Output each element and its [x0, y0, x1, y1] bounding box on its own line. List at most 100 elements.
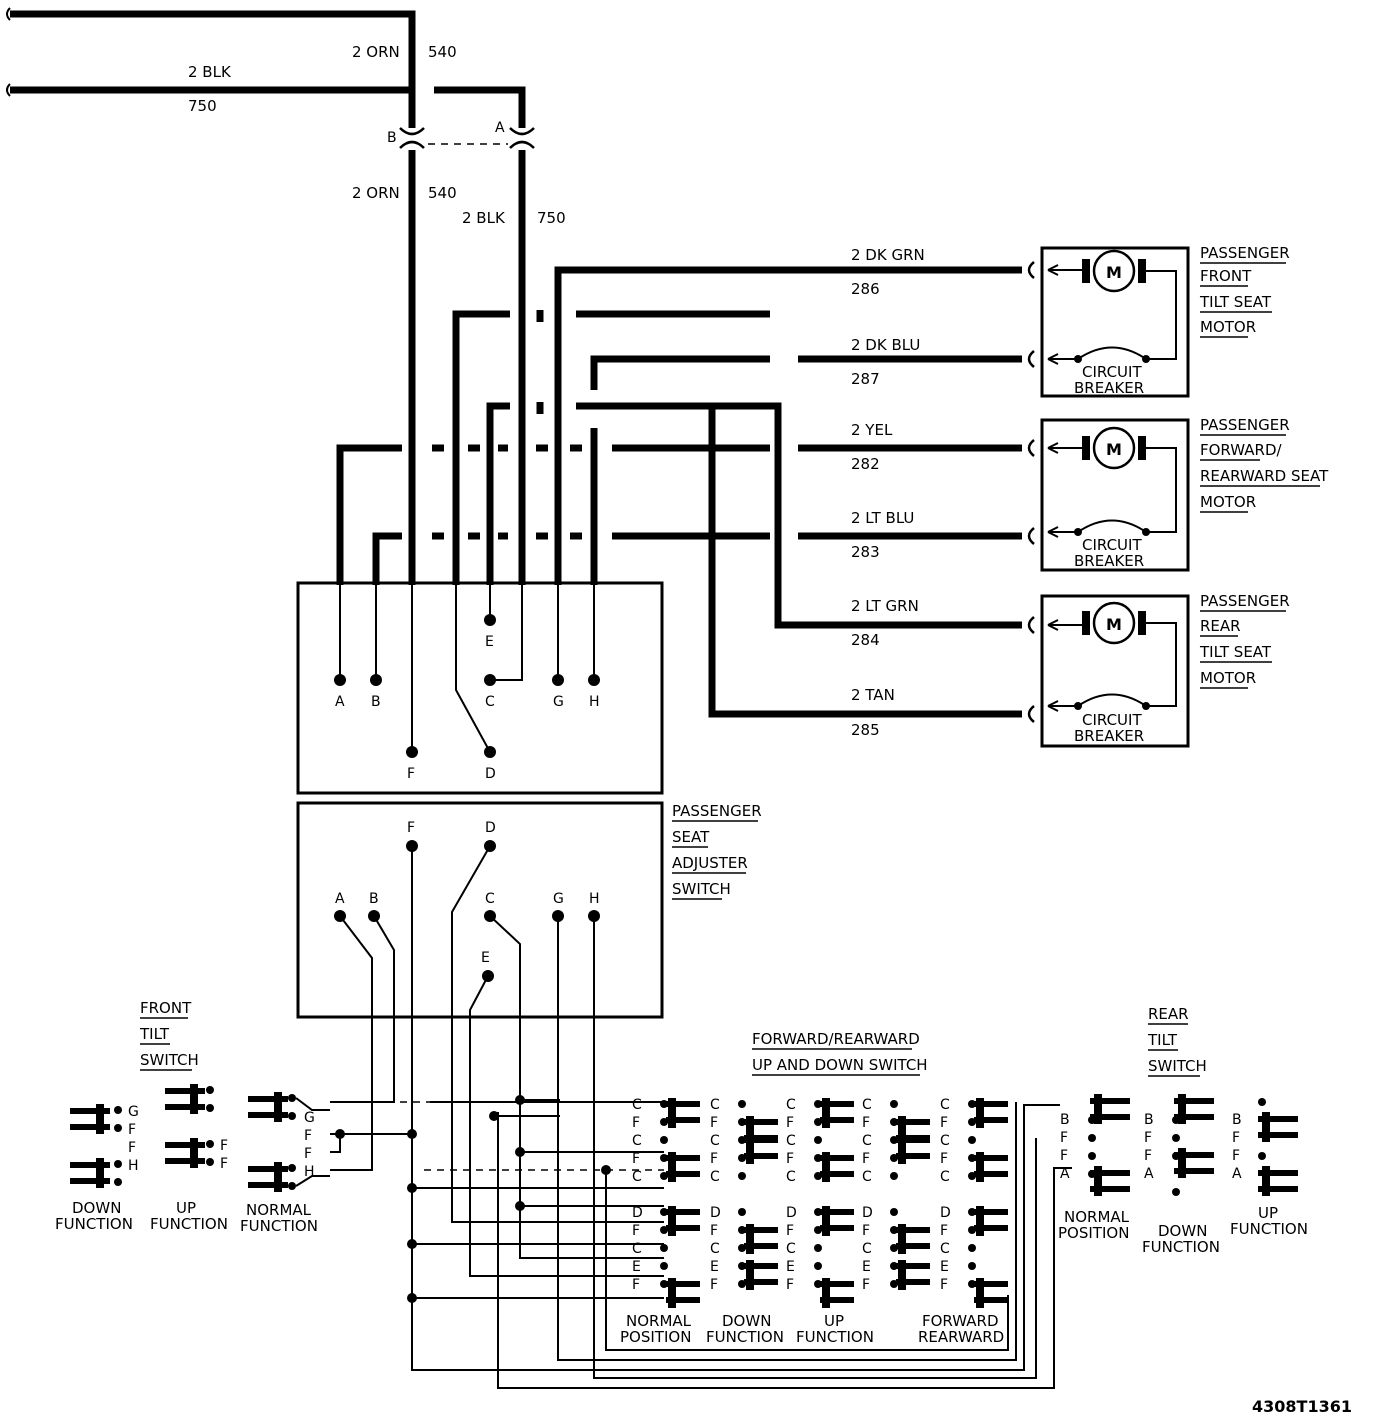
fr-pin-label: C: [862, 1241, 872, 1257]
motor-title-line-4: MOTOR: [1200, 318, 1256, 336]
circuit-283-number: 283: [851, 543, 880, 561]
front-down-label-1: DOWN: [72, 1199, 121, 1217]
fr-pin-dot: [968, 1136, 976, 1144]
fr-pin-label: C: [862, 1133, 872, 1149]
rear-normal-pin-f2: F: [1060, 1148, 1068, 1164]
front-tilt-down-contacts: G F F H DOWN FUNCTION: [55, 1104, 139, 1233]
fr-normal-label-2: POSITION: [620, 1328, 691, 1346]
fr-pin-label: F: [940, 1115, 948, 1131]
harness-pin-f: F: [407, 766, 415, 782]
rear-tilt-title-2: TILT: [1147, 1031, 1178, 1049]
fr-pin-label: F: [710, 1223, 718, 1239]
fr-pin-label: F: [632, 1151, 640, 1167]
fr-contact-blade: [974, 1152, 1008, 1182]
fr-pin-label: F: [710, 1115, 718, 1131]
fr-contact-blade: [896, 1224, 930, 1254]
fr-contact-blade: [820, 1152, 854, 1182]
fr-contact-blade: [820, 1098, 854, 1128]
front-normal-pin-g: G: [304, 1110, 315, 1126]
circuit-283-color: 2 LT BLU: [851, 509, 914, 527]
drawing-id: 4308T1361: [1252, 1397, 1352, 1416]
fr-pin-dot: [890, 1100, 898, 1108]
fr-down-label-2: FUNCTION: [706, 1328, 784, 1346]
front-normal-label-1: NORMAL: [246, 1201, 312, 1219]
fr-pin-dot: [814, 1262, 822, 1270]
fr-pin-label: D: [786, 1205, 797, 1221]
fr-pin-label: F: [786, 1223, 794, 1239]
fr-pin-label: E: [786, 1259, 795, 1275]
front-normal-label-2: FUNCTION: [240, 1217, 318, 1235]
fr-pin-label: F: [940, 1223, 948, 1239]
rear-normal-contacts: B F F A NORMAL POSITION: [1058, 1094, 1130, 1242]
fr-contact-blade: [820, 1206, 854, 1236]
motor-title-line-3: REARWARD SEAT: [1200, 467, 1329, 485]
fr-pin-label: E: [632, 1259, 641, 1275]
harness-pin-e: E: [485, 634, 494, 650]
fr-pin-dot: [738, 1100, 746, 1108]
fr-up-label-2: FUNCTION: [796, 1328, 874, 1346]
supply-blk-circuit-bottom: 750: [537, 209, 566, 227]
rear-up-pin-f1: F: [1232, 1130, 1240, 1146]
fr-pin-label: F: [710, 1277, 718, 1293]
motor-title-line-2: FORWARD/: [1200, 441, 1282, 459]
fr-pin-label: C: [940, 1241, 950, 1257]
front-normal-pin-f2: F: [304, 1146, 312, 1162]
front-tilt-title-2: TILT: [139, 1025, 170, 1043]
fr-normal-label-1: NORMAL: [626, 1312, 692, 1330]
fr-pin-label: C: [710, 1133, 720, 1149]
front-tilt-title-3: SWITCH: [140, 1051, 199, 1069]
front-up-pin-1: F: [220, 1138, 228, 1154]
breaker-label-2: BREAKER: [1074, 379, 1144, 397]
front-normal-pin-h: H: [304, 1164, 315, 1180]
front-down-label-2: FUNCTION: [55, 1215, 133, 1233]
fr-pin-label: F: [632, 1115, 640, 1131]
motor-symbol: M: [1106, 440, 1122, 459]
inline-connector: B A: [387, 120, 535, 149]
fr-pin-dot: [968, 1262, 976, 1270]
circuit-287-color: 2 DK BLU: [851, 336, 920, 354]
fr-contact-blade: [666, 1098, 700, 1128]
motor-title-line-3: TILT SEAT: [1199, 643, 1272, 661]
circuit-282-color: 2 YEL: [851, 421, 893, 439]
fr-pin-label: C: [632, 1241, 642, 1257]
seat-adjuster-switch: F D A B C G H E PASSENGER SEAT ADJUSTER …: [296, 801, 762, 1019]
motor-title-line-2: FRONT: [1200, 267, 1252, 285]
fr-pin-label: D: [940, 1205, 951, 1221]
rear-tilt-title-3: SWITCH: [1148, 1057, 1207, 1075]
circuit-285-color: 2 TAN: [851, 686, 895, 704]
fr-contact-grid: CFCFCDFCEFCFCFCDFCEFCFCFCDFCEFCFCFCDFCEF…: [632, 1097, 1008, 1308]
motor-circuit-labels: 2 DK GRN 286 2 DK BLU 287 2 YEL 282 2 LT…: [851, 246, 925, 739]
front-up-pin-2: F: [220, 1156, 228, 1172]
fr-up-label-1: UP: [824, 1312, 844, 1330]
harness-pin-a: A: [335, 694, 345, 710]
fr-fwd-label-1: FORWARD: [922, 1312, 999, 1330]
fr-contact-blade: [744, 1260, 778, 1290]
fr-pin-dot: [814, 1136, 822, 1144]
fr-pin-label: E: [710, 1259, 719, 1275]
fr-title-2: UP AND DOWN SWITCH: [752, 1056, 928, 1074]
fr-pin-dot: [738, 1208, 746, 1216]
fr-pin-label: F: [710, 1151, 718, 1167]
harness-pin-g: G: [553, 694, 564, 710]
fr-pin-dot: [968, 1244, 976, 1252]
fr-pin-label: C: [632, 1169, 642, 1185]
rear-down-label-2: FUNCTION: [1142, 1238, 1220, 1256]
motor-title-line-4: MOTOR: [1200, 493, 1256, 511]
fr-pin-label: D: [632, 1205, 643, 1221]
fr-contact-blade: [896, 1260, 930, 1290]
fr-pin-label: C: [786, 1241, 796, 1257]
rear-normal-pin-f1: F: [1060, 1130, 1068, 1146]
fr-pin-label: F: [632, 1223, 640, 1239]
circuit-286-number: 286: [851, 280, 880, 298]
rear-normal-label-1: NORMAL: [1064, 1208, 1130, 1226]
harness-pin-h: H: [589, 694, 600, 710]
harness-pin-d: D: [485, 766, 496, 782]
rear-tilt-switch: REAR TILT SWITCH B F F A NORMAL POSITION…: [1058, 1005, 1308, 1256]
switch-pin-f: F: [407, 820, 415, 836]
fr-pin-label: C: [940, 1133, 950, 1149]
fr-pin-label: C: [710, 1241, 720, 1257]
fr-contact-blade: [666, 1152, 700, 1182]
fr-pin-label: E: [862, 1259, 871, 1275]
fr-title-1: FORWARD/REARWARD: [752, 1030, 920, 1048]
